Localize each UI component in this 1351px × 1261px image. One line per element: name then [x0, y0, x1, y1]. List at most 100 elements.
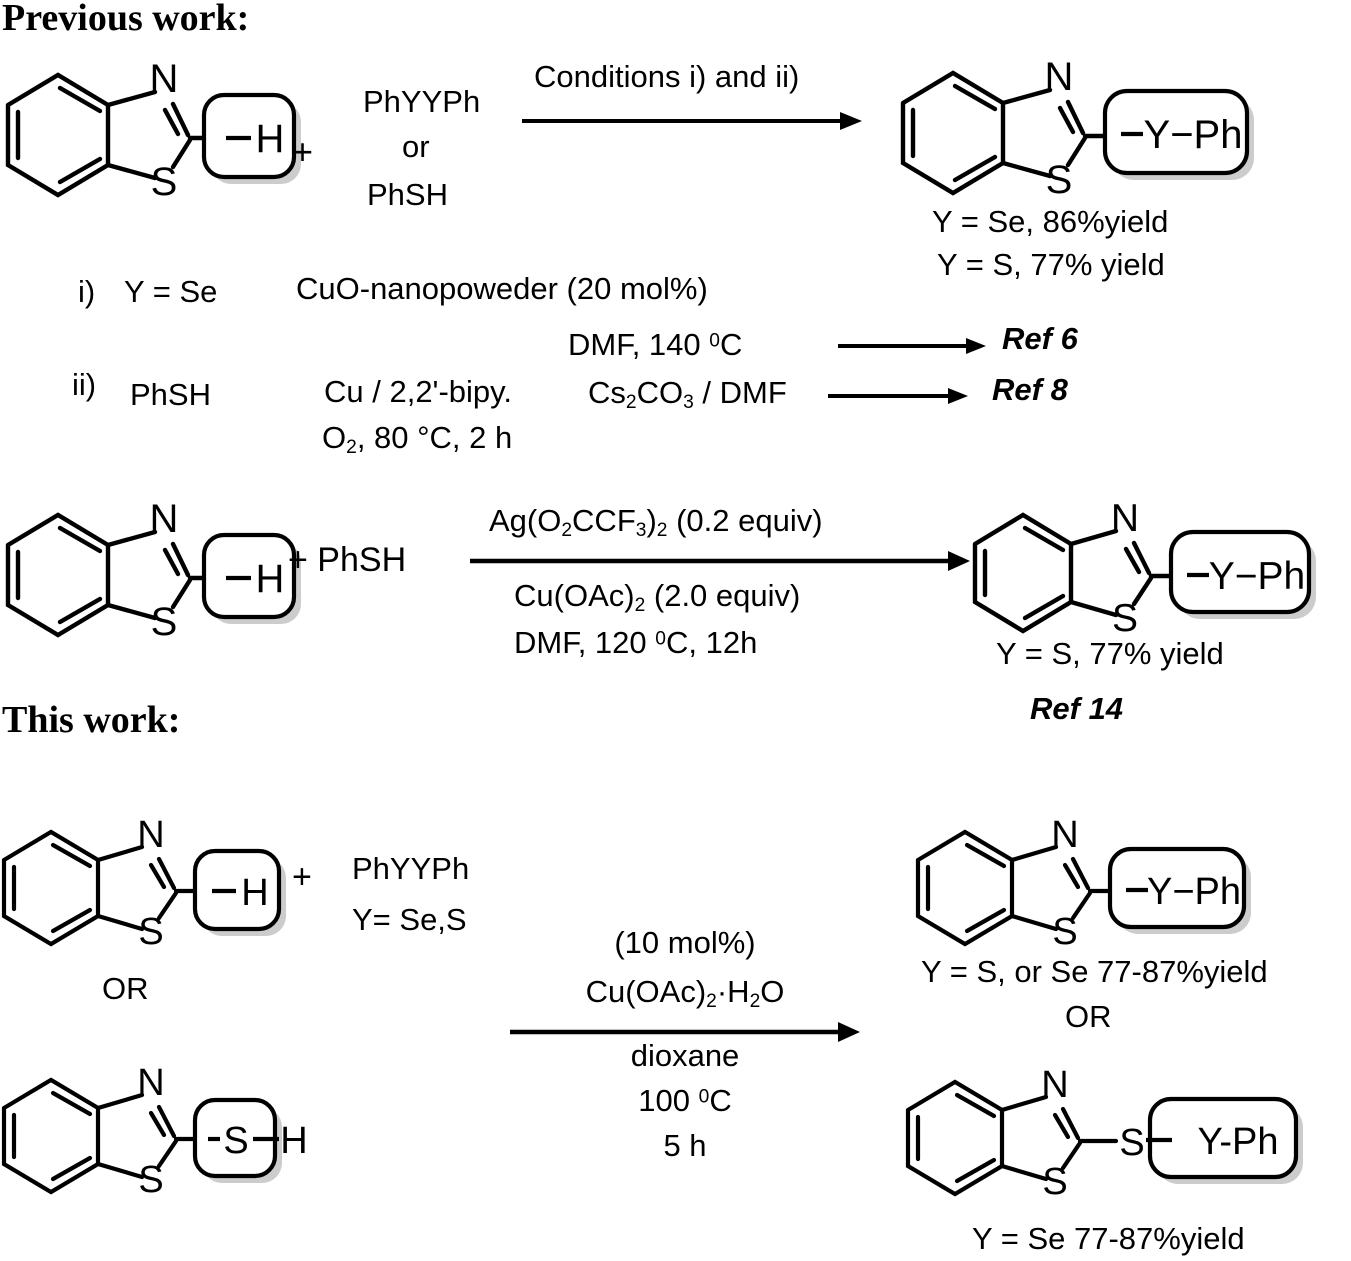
reactant-3-box-label: H [241, 872, 268, 914]
scheme3-cond4-post: C [709, 1083, 732, 1118]
svg-text:N: N [137, 814, 164, 856]
condition-ii-substrate: PhSH [130, 377, 211, 412]
condition-ii-base-sub2: 3 [683, 391, 694, 413]
svg-text:S: S [1112, 597, 1138, 640]
condition-ii-base-mid: CO [636, 375, 684, 410]
this-work-heading: This work: [2, 699, 181, 741]
condition-i-degree: 0 [709, 330, 720, 352]
scheme3-cond-line-2: Cu(OAc)2·H2O [520, 974, 850, 1013]
scheme1-reagent-line-1: PhYYPh [363, 84, 481, 119]
scheme1-arrow [522, 108, 862, 139]
condition-i-arrow [838, 334, 986, 363]
condition-i-y-value: Y = Se [124, 274, 218, 309]
svg-text:N: N [1045, 55, 1074, 99]
scheme2-above-sub1: 2 [561, 519, 573, 541]
scheme2-above-post: (0.2 equiv) [667, 503, 823, 538]
scheme3-cond2-post: O [760, 974, 785, 1009]
condition-ii-base-post: / DMF [693, 375, 787, 410]
condition-i-reagent: CuO-nanopoweder (20 mol%) [296, 271, 708, 306]
condition-i-marker: i) [78, 274, 96, 309]
reactant-1-box-label: H [256, 117, 285, 161]
scheme2-below1-post: (2.0 equiv) [645, 578, 801, 613]
svg-text:S: S [138, 911, 163, 953]
thiol-box-label: S [223, 1120, 248, 1162]
product-3b-sulfur-label: S [1119, 1122, 1144, 1164]
condition-ii-atmosphere: O2, 80 °C, 2 h [322, 420, 512, 459]
scheme2-below2-pre: DMF, 120 [514, 625, 656, 660]
scheme3-cond2-sub2: 2 [749, 990, 761, 1012]
scheme3-cond-line-5: 5 h [663, 1128, 707, 1163]
scheme3-cond-line-3: dioxane [630, 1038, 740, 1073]
svg-text:S: S [151, 160, 178, 204]
condition-ii-cond-pre: O [322, 420, 347, 455]
scheme1-yield-2: Y = S, 77% yield [937, 247, 1165, 282]
scheme3-or-left: OR [102, 971, 149, 1006]
svg-text:N: N [1051, 814, 1078, 856]
benzothiazole-product-2: N S Y−Ph [965, 472, 1325, 657]
product-3a-box-label: Y−Ph [1147, 871, 1241, 913]
scheme3-product1-yield: Y = S, or Se 77-87%yield [921, 954, 1268, 989]
svg-text:S: S [151, 600, 178, 644]
condition-ii-base-sub1: 2 [625, 391, 637, 413]
benzothiazole-product-3a: N S Y−Ph [910, 790, 1270, 970]
benzothiazole-thiol-reactant: N S S H [0, 1038, 316, 1218]
benzothiazole-reactant-1: N S H [0, 30, 301, 220]
scheme3-arrow [510, 1019, 860, 1050]
scheme3-plus: + [292, 858, 312, 896]
scheme3-reagent-line-1: PhYYPh [352, 851, 470, 886]
scheme2-above-sub3: 2 [656, 519, 668, 541]
condition-ii-base: Cs2CO3 / DMF [588, 375, 787, 414]
svg-text:N: N [137, 1062, 164, 1104]
svg-text:N: N [150, 497, 179, 541]
benzothiazole-product-3b: N S S Y-Ph [900, 1040, 1320, 1220]
benzothiazole-product-1: N S Y−Ph [893, 28, 1254, 218]
scheme2-above-pre: Ag(O [489, 503, 562, 538]
thiol-hydrogen-label: H [280, 1120, 307, 1162]
scheme1-reagent-line-3: PhSH [367, 177, 448, 212]
scheme1-reagent-line-2: or [402, 129, 430, 164]
scheme3-cond4-pre: 100 [638, 1083, 699, 1118]
scheme2-above-arrow: Ag(O2CCF3)2 (0.2 equiv) [489, 503, 823, 542]
scheme3-cond4-degree: 0 [698, 1086, 710, 1108]
scheme2-yield: Y = S, 77% yield [996, 636, 1224, 671]
scheme3-or-right: OR [1065, 999, 1112, 1034]
svg-text:N: N [150, 57, 179, 101]
scheme3-product2-yield: Y = Se 77-87%yield [972, 1221, 1245, 1256]
svg-text:N: N [1111, 497, 1139, 540]
svg-text:N: N [1041, 1064, 1068, 1106]
condition-i-solvent-pre: DMF, 140 [568, 327, 710, 362]
condition-ii-reagent: Cu / 2,2'-bipy. [324, 374, 512, 409]
product-2-box-label: Y−Ph [1209, 555, 1306, 598]
scheme2-below2-post: C, 12h [665, 625, 758, 660]
scheme2-above-mid: CCF [572, 503, 636, 538]
scheme1-yield-1: Y = Se, 86%yield [932, 204, 1169, 239]
scheme3-cond-line-1: (10 mol%) [614, 925, 756, 960]
svg-text:S: S [1042, 1161, 1067, 1203]
scheme2-below-arrow-1: Cu(OAc)2 (2.0 equiv) [514, 578, 800, 617]
condition-ii-arrow [828, 384, 968, 413]
previous-work-heading: Previous work: [2, 0, 250, 39]
condition-ii-base-pre: Cs [588, 375, 626, 410]
condition-ii-cond-post: , 80 °C, 2 h [356, 420, 513, 455]
scheme2-below1-pre: Cu(OAc) [514, 578, 635, 613]
benzothiazole-reactant-3: N S H [0, 790, 296, 970]
scheme1-plus: + [292, 131, 314, 172]
scheme2-arrow [470, 548, 970, 579]
svg-text:S: S [1052, 911, 1077, 953]
scheme3-cond2-pre: Cu(OAc) [585, 974, 707, 1009]
condition-i-solvent-post: C [719, 327, 743, 362]
scheme2-below1-sub: 2 [634, 594, 646, 616]
svg-text:S: S [138, 1159, 163, 1201]
product-3b-box-label: Y-Ph [1198, 1121, 1279, 1163]
condition-i-solvent: DMF, 140 0C [568, 327, 742, 363]
condition-ii-cond-sub: 2 [346, 436, 357, 458]
scheme3-cond2-mid: ·H [716, 974, 750, 1009]
svg-text:S: S [1046, 158, 1073, 202]
scheme2-ref: Ref 14 [1030, 691, 1124, 726]
benzothiazole-reactant-2: N S H [0, 470, 301, 660]
scheme2-above-sub2: 3 [635, 519, 647, 541]
scheme2-below-arrow-2: DMF, 120 0C, 12h [514, 625, 757, 661]
scheme2-below2-degree: 0 [655, 628, 666, 650]
product-1-box-label: Y−Ph [1144, 113, 1243, 157]
